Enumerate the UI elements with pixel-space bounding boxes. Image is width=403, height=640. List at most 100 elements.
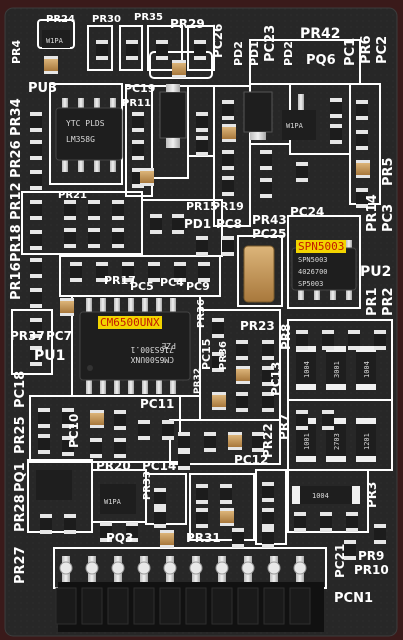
resistor-body — [112, 232, 124, 244]
ic-pin — [128, 380, 134, 394]
resistor-body — [296, 334, 308, 346]
resistor-body — [320, 516, 332, 528]
label-pr11: PR11 — [122, 98, 151, 109]
ic-pin — [94, 98, 100, 110]
resistor-body — [88, 204, 100, 216]
capacitor-body — [160, 533, 174, 545]
resistor-body — [96, 44, 108, 56]
label-pr32: PR32 — [193, 368, 203, 394]
label-pr43: PR43 — [252, 213, 287, 227]
label-pc13: PC13 — [269, 362, 283, 396]
label-pc3: PC3 — [381, 204, 396, 232]
resistor-body — [174, 266, 186, 278]
svg-text:W1PA: W1PA — [104, 498, 122, 506]
ic-pin — [170, 298, 176, 312]
label-pr18: PR18 — [9, 224, 24, 262]
label-pr31: PR31 — [186, 531, 221, 545]
label-pr5: PR5 — [381, 157, 396, 186]
transistor-top-left: W1PA — [42, 30, 70, 48]
label-pd2b: PD2 — [282, 41, 295, 66]
label-pc19: PC19 — [124, 82, 155, 95]
resistor-body — [198, 266, 210, 278]
label-pc4: PC4 — [160, 276, 184, 289]
connector-slot — [133, 587, 155, 625]
resistor-body — [204, 436, 216, 448]
resistor-body — [112, 204, 124, 216]
resistor-body — [322, 414, 334, 426]
resistor-body — [154, 492, 166, 504]
connector-slot — [185, 587, 207, 625]
label-pr21: PR21 — [58, 190, 87, 201]
ic-pin — [94, 160, 100, 172]
silk-labels: PR24 PR30 PR35 PR29 PC26 PR42 PD2 PD1 PC… — [9, 12, 396, 606]
label-pr27: PR27 — [13, 546, 28, 584]
resistor-body — [330, 102, 342, 114]
svg-text:W1PA: W1PA — [46, 37, 64, 45]
transistor-pq1 — [36, 470, 72, 500]
resistor-body — [196, 116, 208, 128]
power-resistors: 1004 3001 1004 1001 2703 1201 — [292, 346, 376, 504]
label-pr24: PR24 — [46, 14, 75, 25]
resistor-body — [30, 322, 42, 334]
connector-pin-head — [59, 561, 73, 575]
resistor-body — [138, 424, 150, 436]
diode-pd1 — [159, 84, 187, 148]
label-pr29: PR29 — [170, 17, 205, 31]
svg-text:2703: 2703 — [333, 433, 341, 450]
resistor-body — [40, 518, 52, 530]
connector-pin-head — [163, 561, 177, 575]
resistor-body — [356, 192, 368, 204]
svg-text:CM6500UNX: CM6500UNX — [130, 355, 174, 364]
label-pd1: PD1 — [184, 217, 211, 231]
label-pr4: PR4 — [10, 39, 23, 64]
ic-pin — [114, 380, 120, 394]
resistor-body — [374, 528, 386, 540]
resistor-body — [96, 266, 108, 278]
connector-pin-head — [215, 561, 229, 575]
label-pq6: PQ6 — [306, 53, 336, 68]
resistor-body — [374, 334, 386, 346]
resistor-body — [64, 518, 76, 530]
resistor-body — [30, 144, 42, 156]
capacitor-body — [44, 59, 58, 71]
label-pc26: PC26 — [211, 24, 225, 58]
resistor-body — [196, 140, 208, 152]
resistor-body — [126, 526, 138, 538]
connector-slot — [159, 587, 181, 625]
label-pc14: PC14 — [142, 459, 176, 473]
connector-pcn1 — [55, 556, 324, 632]
capacitor-body — [212, 395, 226, 407]
label-pc21: PC21 — [333, 544, 347, 578]
label-pu2: PU2 — [360, 264, 391, 280]
label-pr30: PR30 — [92, 14, 121, 25]
ic-pu1: PZE 716S300.1 CM6500UNX — [79, 298, 191, 394]
label-pc8: PC8 — [216, 217, 242, 231]
resistor-body — [132, 116, 144, 128]
resistor-body — [148, 266, 160, 278]
ic-pin — [62, 98, 68, 110]
label-pr26: PR26 — [9, 140, 24, 178]
capacitor-body — [236, 369, 250, 381]
ic-pin — [86, 380, 92, 394]
label-pq3: PQ3 — [106, 531, 133, 545]
resistor-body — [154, 512, 166, 524]
label-pcn1: PCN1 — [334, 591, 373, 606]
ic-pin — [62, 160, 68, 172]
ic-pin — [156, 380, 162, 394]
resistor-body — [262, 486, 274, 498]
resistor-body — [232, 532, 244, 544]
capacitor-body — [60, 301, 74, 313]
svg-text:1004: 1004 — [363, 361, 371, 378]
connector-slot — [107, 587, 129, 625]
label-pr19: PR19 — [212, 200, 244, 213]
resistor-body — [90, 442, 102, 454]
resistor-body — [30, 350, 42, 362]
ic-pin — [346, 290, 352, 300]
label-pr15: PR15 — [186, 200, 218, 213]
smd-components — [30, 40, 386, 560]
ic-pin — [114, 298, 120, 312]
resistor-body — [236, 344, 248, 356]
label-pr22: PR22 — [261, 423, 275, 458]
label-pc12: PC12 — [234, 453, 268, 467]
